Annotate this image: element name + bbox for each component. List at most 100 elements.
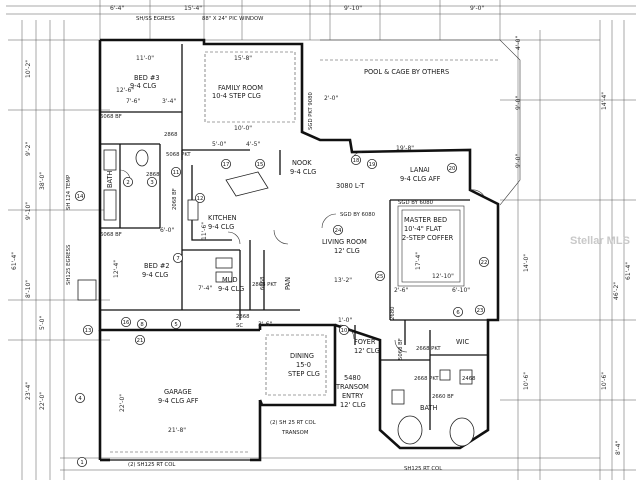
callout-22: 25 bbox=[374, 270, 385, 281]
door-6068: 6068 bbox=[260, 276, 266, 290]
label-window-3080: 3080 L-T bbox=[336, 182, 365, 190]
door-2468: 2468 bbox=[462, 376, 476, 382]
dim-left-5: 8'-10" bbox=[25, 280, 32, 298]
room-bed3-name: BED #3 bbox=[134, 74, 160, 82]
door-2068bf: 2068 BF bbox=[172, 188, 178, 210]
callout-label: 17 bbox=[223, 162, 230, 168]
callout-label: 19 bbox=[369, 162, 376, 168]
dim-left-8: 22'-0" bbox=[39, 392, 46, 410]
door-5068pkt: 5068 PKT bbox=[166, 152, 191, 158]
pic-window-note: 88" X 24" PIC WINDOW bbox=[202, 16, 264, 22]
bath-fixtures bbox=[77, 149, 475, 447]
room-dining-name: DINING bbox=[290, 352, 314, 360]
garage-entry bbox=[110, 451, 250, 461]
room-master-name: MASTER BED bbox=[404, 216, 447, 224]
callout-label: 10 bbox=[341, 328, 348, 334]
dim-top-3: 9'-0" bbox=[470, 5, 484, 12]
callout-15: 23 bbox=[474, 304, 485, 315]
callout-5: 19 bbox=[366, 158, 377, 169]
dim-5-0: 5'-0" bbox=[212, 141, 226, 148]
door-2668pkt: 2668 PKT bbox=[416, 346, 441, 352]
label-bottom-col: SH125 RT COL bbox=[404, 466, 442, 472]
callout-13: 13 bbox=[83, 324, 94, 335]
dining-step-ceiling bbox=[265, 334, 327, 396]
room-lanai-name: LANAI bbox=[410, 166, 430, 174]
room-kitchen-size: 9-4 CLG bbox=[208, 223, 234, 231]
dim-left-4: 9'-10" bbox=[25, 202, 32, 220]
callout-11: 21 bbox=[134, 334, 145, 345]
door-2868pkt: 2868 PKT bbox=[252, 282, 277, 288]
room-pan-name: PAN bbox=[284, 277, 292, 290]
callout-21: 24 bbox=[332, 224, 343, 235]
dim-right-2: 9'-0" bbox=[515, 154, 522, 168]
room-dining-size: 15-0 bbox=[296, 361, 311, 369]
room-pool-name: POOL & CAGE BY OTHERS bbox=[364, 68, 449, 76]
dim-right-8: 10'-6" bbox=[523, 372, 530, 390]
dim-3-4: 3'-4" bbox=[162, 98, 176, 105]
callout-20: 2 bbox=[123, 176, 134, 187]
label-sc: SC bbox=[236, 323, 243, 329]
dim-2-6: 2'-6" bbox=[394, 287, 408, 294]
door-6068bf-a: 6068 BF bbox=[100, 114, 122, 120]
dim-12-4: 12'-4" bbox=[113, 260, 120, 278]
callout-label: 14 bbox=[77, 194, 84, 200]
room-foyer-name: FOYER bbox=[354, 338, 376, 346]
room-bed3-size: 9-4 CLG bbox=[130, 82, 156, 90]
label-sgd-pkt: SGD PKT 9080 bbox=[308, 91, 314, 130]
family-step-ceiling bbox=[204, 51, 296, 123]
dim-12-10: 12'-10" bbox=[432, 273, 454, 280]
room-garage-name: GARAGE bbox=[164, 388, 192, 396]
callout-label: 8 bbox=[140, 322, 144, 328]
dimension-grid bbox=[6, 0, 636, 480]
room-transom-line4: 12' CLG bbox=[340, 401, 366, 409]
room-master-size: 10'-4" FLAT bbox=[404, 225, 443, 233]
dim-15-8: 15'-8" bbox=[234, 55, 252, 62]
callout-0: 17 bbox=[220, 158, 231, 169]
room-living-name: LIVING ROOM bbox=[322, 238, 367, 246]
room-living-size: 12' CLG bbox=[334, 247, 360, 255]
door-2668pkt2: 2668 PKT bbox=[414, 376, 439, 382]
dim-right-0: 4'-0" bbox=[515, 36, 522, 50]
dim-12-6: 12'-6" bbox=[116, 87, 134, 94]
room-family-size: 10-4 STEP CLG bbox=[212, 92, 261, 100]
room-dining-size2: STEP CLG bbox=[288, 370, 320, 378]
dim-right-4: 10'-6" bbox=[601, 372, 608, 390]
dim-right-6: 61'-4" bbox=[625, 262, 632, 280]
callout-10: 6 bbox=[452, 306, 463, 317]
callout-label: 23 bbox=[477, 308, 484, 314]
door-2868b: 2868 bbox=[146, 172, 160, 178]
door-2680: 2680 bbox=[390, 306, 396, 320]
label-sgd-lanai: SGD BY 6080 bbox=[398, 200, 434, 206]
callout-label: 25 bbox=[377, 274, 384, 280]
callout-label: 6 bbox=[456, 310, 460, 316]
dim-left-2: 9'-2" bbox=[25, 142, 32, 156]
dim-top-1: 15'-4" bbox=[184, 5, 202, 12]
callout-17: 4 bbox=[75, 392, 86, 403]
door-6068bf-b: 6068 BF bbox=[100, 232, 122, 238]
callout-19: 3 bbox=[146, 176, 157, 187]
dim-4-5: 4'-5" bbox=[246, 141, 260, 148]
dim-13-2: 13'-2" bbox=[334, 277, 352, 284]
callout-label: 15 bbox=[257, 162, 264, 168]
dim-21-8: 21'-8" bbox=[168, 427, 186, 434]
dim-right-5: 14'-0" bbox=[523, 254, 530, 272]
label-sh124-temp: SH 124 TEMP bbox=[66, 174, 72, 210]
dim-1-0: 1'-0" bbox=[338, 317, 352, 324]
room-nook-size: 9-4 CLG bbox=[290, 168, 316, 176]
pool-cage-outline bbox=[320, 39, 521, 206]
dim-top-0: 6'-4" bbox=[110, 5, 124, 12]
dim-right-1: 9'-0" bbox=[515, 96, 522, 110]
callout-label: 12 bbox=[197, 196, 204, 202]
dim-11-0: 11'-0" bbox=[136, 55, 154, 62]
dim-left-1: 10'-2" bbox=[25, 60, 32, 78]
label-bottom-transom2: TRANSOM bbox=[281, 430, 309, 436]
callout-label: 1 bbox=[80, 460, 83, 466]
callout-16: 14 bbox=[75, 190, 86, 201]
dim-10-0: 10'-0" bbox=[234, 125, 252, 132]
callout-9: 5 bbox=[170, 318, 181, 329]
callout-label: 2 bbox=[126, 180, 129, 186]
watermark: Stellar MLS bbox=[570, 235, 630, 247]
callout-6: 20 bbox=[446, 162, 457, 173]
callout-label: 4 bbox=[78, 396, 82, 402]
